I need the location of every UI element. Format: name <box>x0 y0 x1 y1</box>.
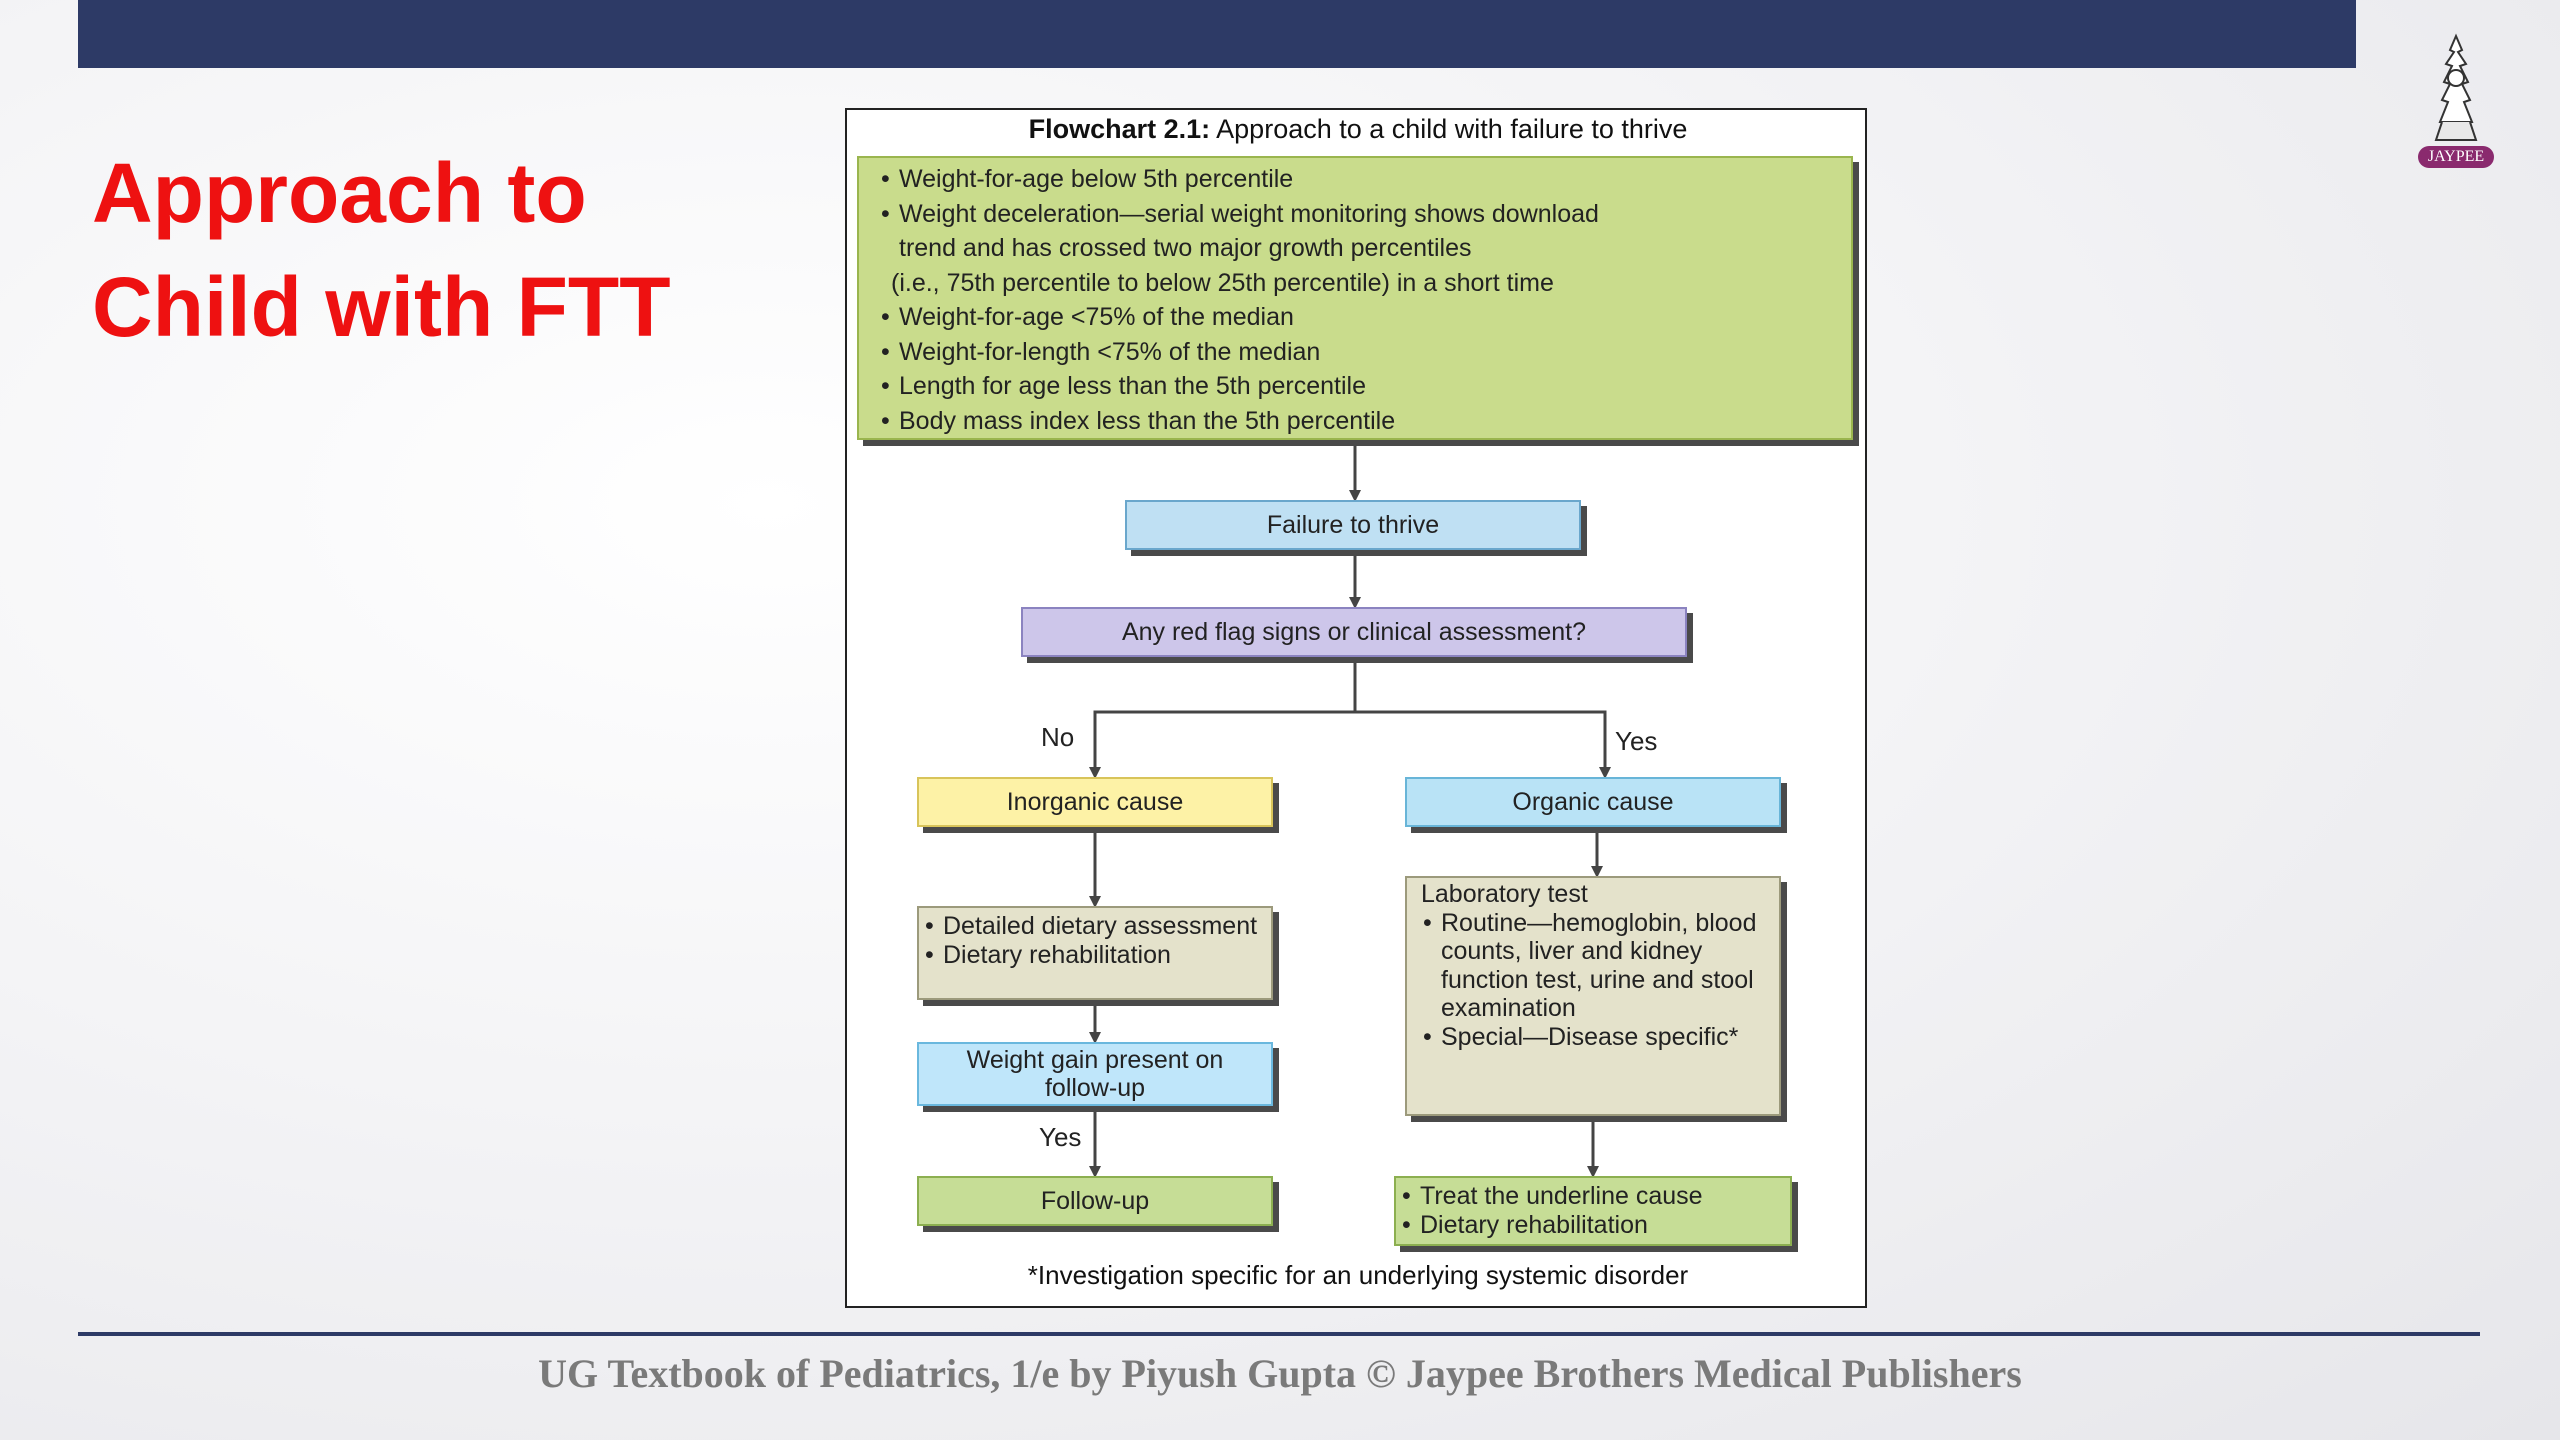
no-branch-label: No <box>1041 722 1075 752</box>
follow-up-box: Follow-up <box>917 1176 1273 1226</box>
slide-footer: UG Textbook of Pediatrics, 1/e by Piyush… <box>538 1351 2022 1396</box>
treat-list: Treat the underline cause Dietary rehabi… <box>1402 1178 1780 1240</box>
flowchart-caption: Flowchart 2.1: Approach to a child with … <box>847 114 1869 145</box>
laboratory-test-box: Laboratory test Routine—hemoglobin, bloo… <box>1405 876 1781 1116</box>
dietary-assessment-box: Detailed dietary assessment Dietary reha… <box>917 906 1273 1000</box>
failure-to-thrive-box: Failure to thrive <box>1125 500 1581 550</box>
jaypee-emblem-icon <box>2434 33 2478 141</box>
criteria-item: Weight-for-age below 5th percentile <box>881 162 1833 197</box>
publisher-logo: JAYPEE <box>2406 30 2506 180</box>
flowchart-caption-number: Flowchart 2.1: <box>1028 114 1211 144</box>
footer-divider <box>78 1332 2480 1336</box>
flowchart-figure: Flowchart 2.1: Approach to a child with … <box>845 108 1867 1308</box>
diagnostic-criteria-box: Weight-for-age below 5th percentile Weig… <box>857 156 1853 440</box>
dietary-item: Detailed dietary assessment <box>925 912 1261 941</box>
criteria-item: Weight-for-age <75% of the median <box>881 300 1833 335</box>
treat-item: Treat the underline cause <box>1402 1182 1780 1211</box>
yes-branch-label: Yes <box>1615 726 1658 756</box>
criteria-item: Body mass index less than the 5th percen… <box>881 404 1833 439</box>
inorganic-cause-box: Inorganic cause <box>917 777 1273 827</box>
weight-gain-text: Weight gain present on follow-up <box>966 1046 1224 1102</box>
connector-redflag-split <box>1089 663 1357 779</box>
flowchart-caption-text: Approach to a child with failure to thri… <box>1216 114 1688 144</box>
treatment-box: Treat the underline cause Dietary rehabi… <box>1394 1176 1792 1246</box>
logo-text: JAYPEE <box>2418 146 2494 168</box>
dietary-list: Detailed dietary assessment Dietary reha… <box>925 908 1261 970</box>
dietary-item: Dietary rehabilitation <box>925 941 1261 970</box>
lab-item: Routine—hemoglobin, blood counts, liver … <box>1423 909 1765 1023</box>
slide-title: Approach to Child with FTT <box>92 136 671 364</box>
top-banner <box>78 0 2356 68</box>
criteria-item-line: (i.e., 75th percentile to below 25th per… <box>891 268 1554 297</box>
connector-redflag-yes <box>1355 710 1611 779</box>
criteria-item-line: Weight deceleration—serial weight monito… <box>899 199 1599 228</box>
slide-title-line-1: Approach to <box>92 146 587 240</box>
criteria-item: Weight deceleration—serial weight monito… <box>881 197 1833 301</box>
flowchart-footnote: *Investigation specific for an underlyin… <box>1027 1260 1689 1290</box>
criteria-item: Length for age less than the 5th percent… <box>881 369 1833 404</box>
slide-title-line-2: Child with FTT <box>92 260 671 354</box>
yes-followup-label: Yes <box>1039 1122 1082 1152</box>
lab-list: Routine—hemoglobin, blood counts, liver … <box>1421 909 1765 1052</box>
criteria-item-line: trend and has crossed two major growth p… <box>899 234 1472 262</box>
criteria-item: Weight-for-length <75% of the median <box>881 335 1833 370</box>
red-flag-decision-box: Any red flag signs or clinical assessmen… <box>1021 607 1687 657</box>
flowchart-connectors <box>1089 444 1611 1178</box>
lab-title: Laboratory test <box>1421 880 1588 908</box>
weight-gain-box: Weight gain present on follow-up <box>917 1042 1273 1106</box>
criteria-list: Weight-for-age below 5th percentile Weig… <box>877 162 1833 438</box>
organic-cause-box: Organic cause <box>1405 777 1781 827</box>
treat-item: Dietary rehabilitation <box>1402 1211 1780 1240</box>
lab-item: Special—Disease specific* <box>1423 1023 1765 1052</box>
